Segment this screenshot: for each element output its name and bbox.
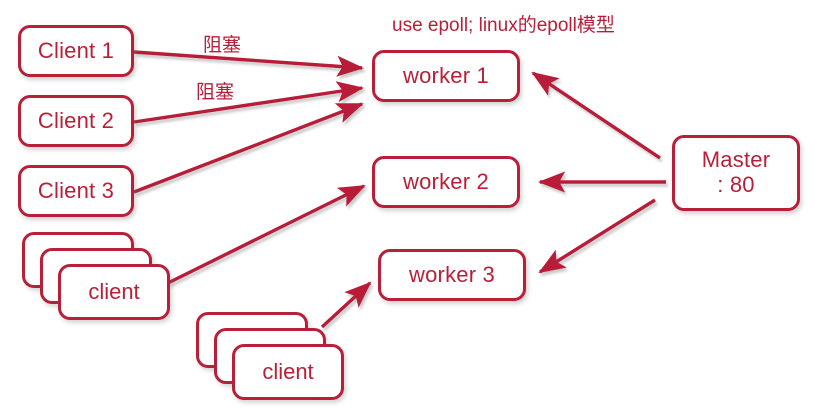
client-stack-card-front[interactable]: client — [58, 264, 170, 320]
arrow-client3-to-worker1 — [133, 102, 364, 194]
node-client-stack-1[interactable]: client — [22, 232, 172, 322]
node-worker-1[interactable]: worker 1 — [372, 50, 520, 102]
edge-label-blocking-2: 阻塞 — [196, 82, 235, 103]
node-client-1[interactable]: Client 1 — [18, 25, 134, 77]
arrow-client2-to-worker1 — [133, 81, 365, 124]
arrow-clientstack1-to-worker2 — [167, 184, 366, 285]
node-client-3[interactable]: Client 3 — [18, 165, 134, 217]
arrow-master-to-worker3 — [538, 198, 656, 274]
node-worker-3[interactable]: worker 3 — [378, 249, 526, 301]
node-worker-2[interactable]: worker 2 — [372, 156, 520, 208]
edge-label-blocking-1: 阻塞 — [203, 35, 242, 56]
node-client-stack-2[interactable]: client — [196, 312, 346, 404]
epoll-note: use epoll; linux的epoll模型 — [392, 15, 615, 36]
client-stack-card-front[interactable]: client — [232, 344, 344, 400]
arrow-client1-to-worker1 — [133, 50, 365, 77]
arrow-master-to-worker1 — [531, 71, 661, 160]
node-master[interactable]: Master : 80 — [672, 135, 800, 211]
node-client-2[interactable]: Client 2 — [18, 95, 134, 147]
